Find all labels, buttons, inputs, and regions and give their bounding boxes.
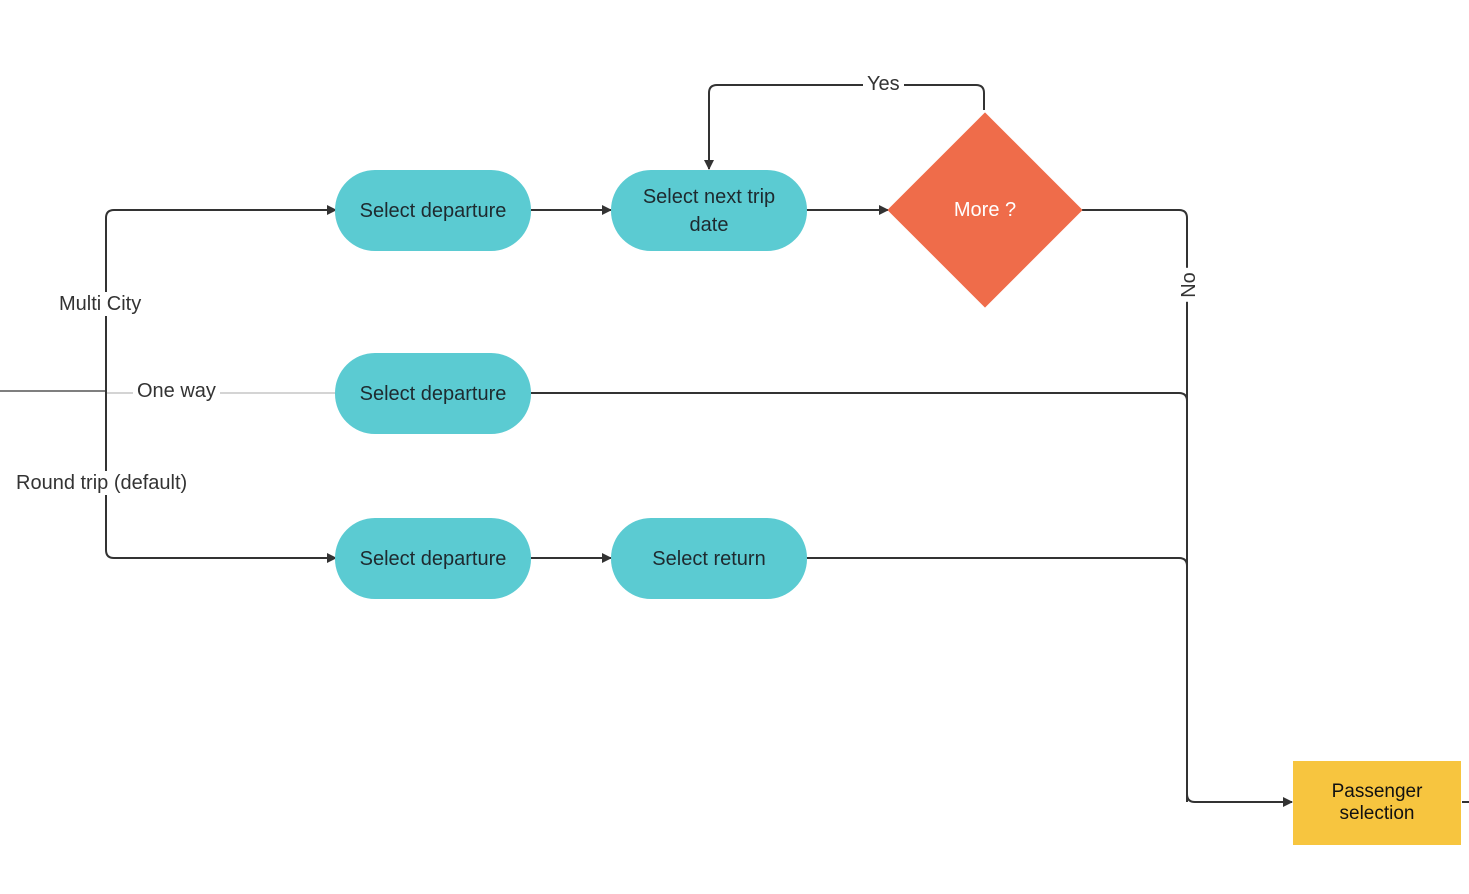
return-to-passenger-connector bbox=[806, 557, 1188, 802]
node-passenger-selection[interactable]: Passenger selection bbox=[1293, 761, 1461, 845]
node-label: Select departure bbox=[359, 382, 507, 405]
multi-city-connector bbox=[105, 205, 337, 391]
one-way-to-passenger-connector bbox=[531, 392, 1188, 802]
node-label: Passenger selection bbox=[1331, 781, 1423, 824]
round-trip-connector bbox=[105, 391, 337, 563]
edge-label-multi-city: Multi City bbox=[55, 292, 146, 316]
edge-label-yes: Yes bbox=[863, 72, 904, 96]
node-multi-city-select-departure[interactable]: Select departure bbox=[335, 170, 531, 251]
node-label: More ? bbox=[953, 198, 1017, 221]
node-label: Select departure bbox=[359, 547, 507, 570]
edge-label-no: No bbox=[1176, 268, 1201, 302]
edge-label-round-trip: Round trip (default) bbox=[12, 471, 192, 495]
node-one-way-select-departure[interactable]: Select departure bbox=[335, 353, 531, 434]
yes-connector bbox=[704, 84, 985, 170]
node-round-trip-select-departure[interactable]: Select departure bbox=[335, 518, 531, 599]
node-select-next-trip-date[interactable]: Select next trip date bbox=[611, 170, 807, 251]
node-label: Select next trip date bbox=[642, 185, 776, 236]
node-more-decision[interactable]: More ? bbox=[887, 112, 1083, 308]
node-label: Select departure bbox=[359, 199, 507, 222]
edge-label-one-way: One way bbox=[133, 379, 220, 403]
node-select-return[interactable]: Select return bbox=[611, 518, 807, 599]
node-label: Select return bbox=[652, 547, 766, 570]
